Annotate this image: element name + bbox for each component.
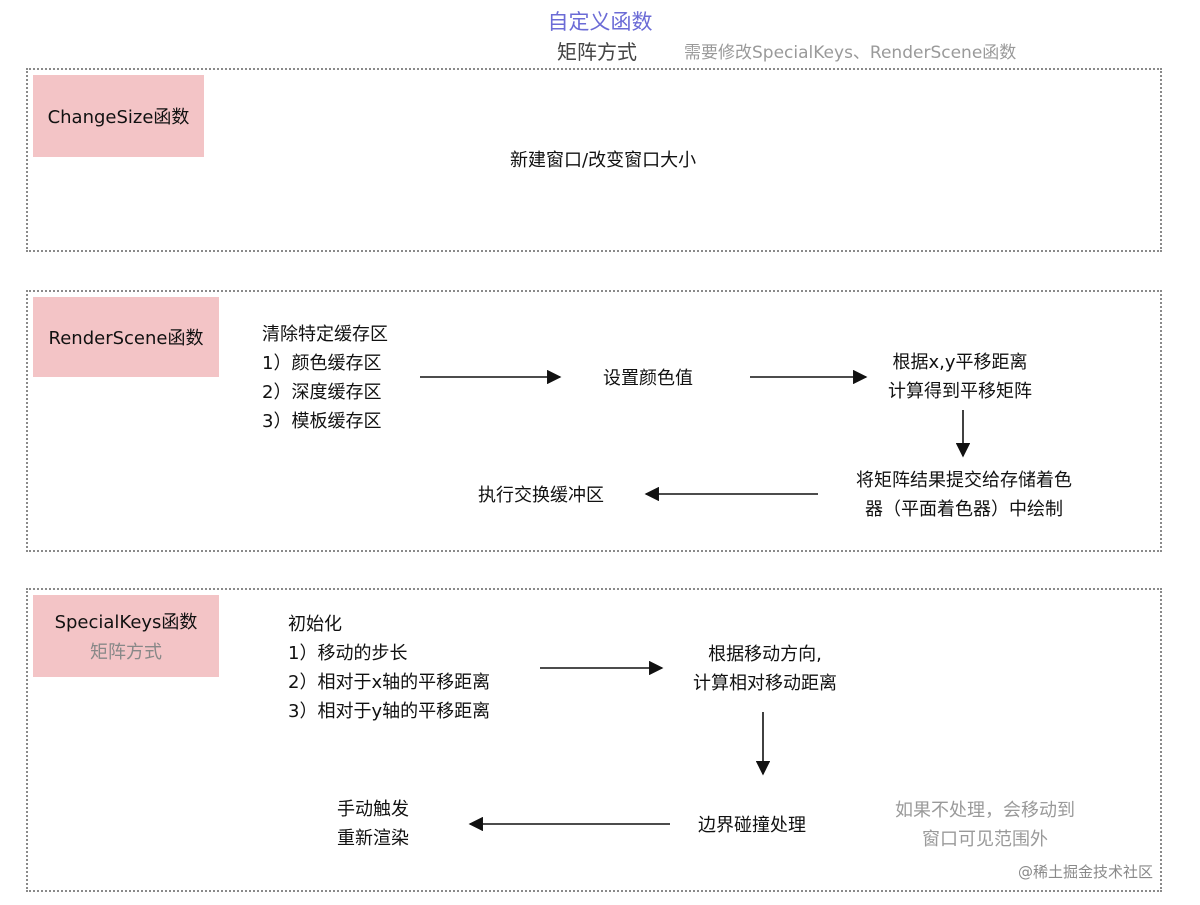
init-item: 2）相对于x轴的平移距离 xyxy=(288,672,491,693)
clear-buffers-item: 1）颜色缓存区 xyxy=(262,353,382,374)
special-keys-label-sub: 矩阵方式 xyxy=(90,642,162,663)
clear-buffers-item: 2）深度缓存区 xyxy=(262,382,382,403)
swap-buffers-node: 执行交换缓冲区 xyxy=(478,485,604,506)
collision-note-line: 如果不处理，会移动到 xyxy=(895,800,1075,821)
clear-buffers-title: 清除特定缓存区 xyxy=(262,324,388,345)
render-scene-section xyxy=(26,290,1162,552)
init-item: 1）移动的步长 xyxy=(288,643,408,664)
special-keys-label-text: SpecialKeys函数 xyxy=(54,612,198,633)
change-size-text: 新建窗口/改变窗口大小 xyxy=(510,150,697,171)
clear-buffers-item: 3）模板缓存区 xyxy=(262,411,382,432)
init-title: 初始化 xyxy=(288,614,342,635)
redraw-line: 重新渲染 xyxy=(337,828,409,849)
direction-line: 计算相对移动距离 xyxy=(693,673,837,694)
diagram-subtitle: 矩阵方式 xyxy=(557,40,637,64)
render-scene-label-text: RenderScene函数 xyxy=(48,328,204,349)
change-size-section xyxy=(26,68,1162,252)
compute-matrix-line: 计算得到平移矩阵 xyxy=(888,381,1032,402)
collision-node: 边界碰撞处理 xyxy=(698,815,806,836)
clear-buffers-block: 清除特定缓存区 1）颜色缓存区 2）深度缓存区 3）模板缓存区 xyxy=(262,320,388,436)
collision-note-line: 窗口可见范围外 xyxy=(922,829,1048,850)
init-item: 3）相对于y轴的平移距离 xyxy=(288,701,491,722)
render-scene-label: RenderScene函数 xyxy=(33,297,219,377)
change-size-label: ChangeSize函数 xyxy=(33,75,204,157)
redraw-line: 手动触发 xyxy=(337,799,409,820)
init-block: 初始化 1）移动的步长 2）相对于x轴的平移距离 3）相对于y轴的平移距离 xyxy=(288,610,490,726)
redraw-node: 手动触发 重新渲染 xyxy=(318,795,428,853)
special-keys-section xyxy=(26,588,1162,892)
direction-node: 根据移动方向, 计算相对移动距离 xyxy=(660,640,870,698)
diagram-title: 自定义函数 xyxy=(547,10,653,34)
submit-shader-line: 将矩阵结果提交给存储着色 xyxy=(856,470,1072,491)
compute-matrix-node: 根据x,y平移距离 计算得到平移矩阵 xyxy=(860,348,1060,406)
watermark: @稀土掘金技术社区 xyxy=(1018,863,1154,881)
special-keys-label: SpecialKeys函数 矩阵方式 xyxy=(33,595,219,677)
submit-shader-node: 将矩阵结果提交给存储着色 器（平面着色器）中绘制 xyxy=(832,466,1096,524)
collision-note: 如果不处理，会移动到 窗口可见范围外 xyxy=(870,796,1100,854)
change-size-label-text: ChangeSize函数 xyxy=(47,107,190,128)
set-color-node: 设置颜色值 xyxy=(603,368,693,389)
direction-line: 根据移动方向, xyxy=(708,644,822,665)
header-note: 需要修改SpecialKeys、RenderScene函数 xyxy=(684,43,1017,63)
submit-shader-line: 器（平面着色器）中绘制 xyxy=(865,499,1063,520)
compute-matrix-line: 根据x,y平移距离 xyxy=(892,352,1028,373)
